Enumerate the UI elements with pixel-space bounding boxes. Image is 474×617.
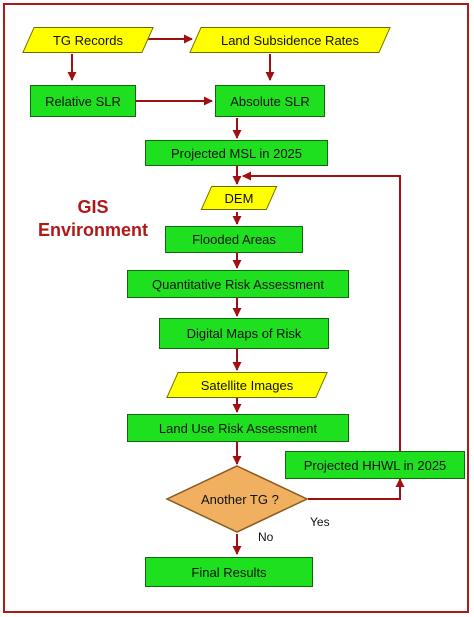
dem-input: DEM: [200, 186, 278, 210]
yes-edge-label: Yes: [310, 515, 330, 529]
decision-diamond-another-tg: [165, 465, 309, 533]
tg-records-label: TG Records: [52, 32, 124, 48]
land-use-risk-assessment-box: Land Use Risk Assessment: [127, 414, 349, 442]
diagram-frame: [3, 3, 469, 613]
land-subsidence-rates-input: Land Subsidence Rates: [189, 27, 391, 53]
satellite-images-input: Satellite Images: [166, 372, 328, 398]
digital-maps-of-risk-box: Digital Maps of Risk: [159, 318, 329, 349]
projected-hhwl-box: Projected HHWL in 2025: [285, 451, 465, 479]
projected-msl-box: Projected MSL in 2025: [145, 140, 328, 166]
no-edge-label: No: [258, 530, 274, 544]
flooded-areas-box: Flooded Areas: [165, 226, 303, 253]
land-subsidence-rates-label: Land Subsidence Rates: [220, 32, 360, 48]
quantitative-risk-assessment-box: Quantitative Risk Assessment: [127, 270, 349, 298]
gis-environment-label: GIS Environment: [28, 196, 158, 242]
final-results-box: Final Results: [145, 557, 313, 587]
absolute-slr-box: Absolute SLR: [215, 85, 325, 117]
gis-label-line1: GIS: [77, 197, 109, 217]
dem-label: DEM: [224, 190, 254, 206]
another-tg-label: Another TG ?: [201, 492, 279, 507]
arrow-hhwl-loop-to-projected-msl: [242, 171, 401, 451]
arrow-decision-yes-to-hhwl: [308, 478, 405, 500]
relative-slr-box: Relative SLR: [30, 85, 136, 117]
satellite-images-label: Satellite Images: [200, 377, 294, 393]
tg-records-input: TG Records: [22, 27, 154, 53]
gis-label-line2: Environment: [37, 220, 148, 240]
